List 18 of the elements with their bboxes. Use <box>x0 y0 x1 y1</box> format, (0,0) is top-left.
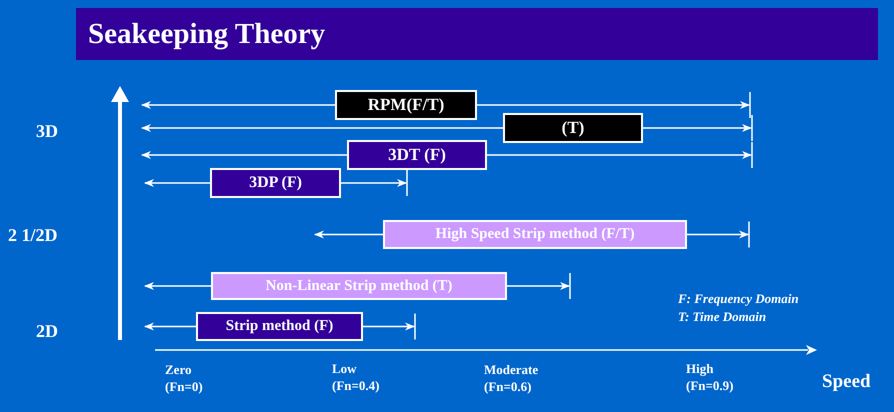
title: Seakeeping Theory <box>88 17 326 51</box>
method-box: RPM(F/T) <box>335 90 477 120</box>
method-box: 3DP (F) <box>210 168 341 198</box>
method-box: 3DT (F) <box>347 140 487 170</box>
axis-label: 2 1/2D <box>8 224 58 247</box>
method-box: Non-Linear Strip method (T) <box>211 272 507 300</box>
axis-label: Zero (Fn=0) <box>165 361 204 395</box>
axis-label: 3D <box>36 120 58 143</box>
method-box: Strip method (F) <box>196 312 363 341</box>
axis-label: F: Frequency Domain <box>678 290 799 308</box>
axis-label: 2D <box>36 320 58 343</box>
axis-label: Speed <box>822 370 871 394</box>
method-box: (T) <box>503 113 643 143</box>
axis-label: High (Fn=0.9) <box>686 360 734 394</box>
method-box: High Speed Strip method (F/T) <box>383 220 687 249</box>
axis-label: T: Time Domain <box>678 308 766 326</box>
axis-label: Low (Fn=0.4) <box>332 360 380 394</box>
axis-label: Moderate (Fn=0.6) <box>484 361 540 395</box>
